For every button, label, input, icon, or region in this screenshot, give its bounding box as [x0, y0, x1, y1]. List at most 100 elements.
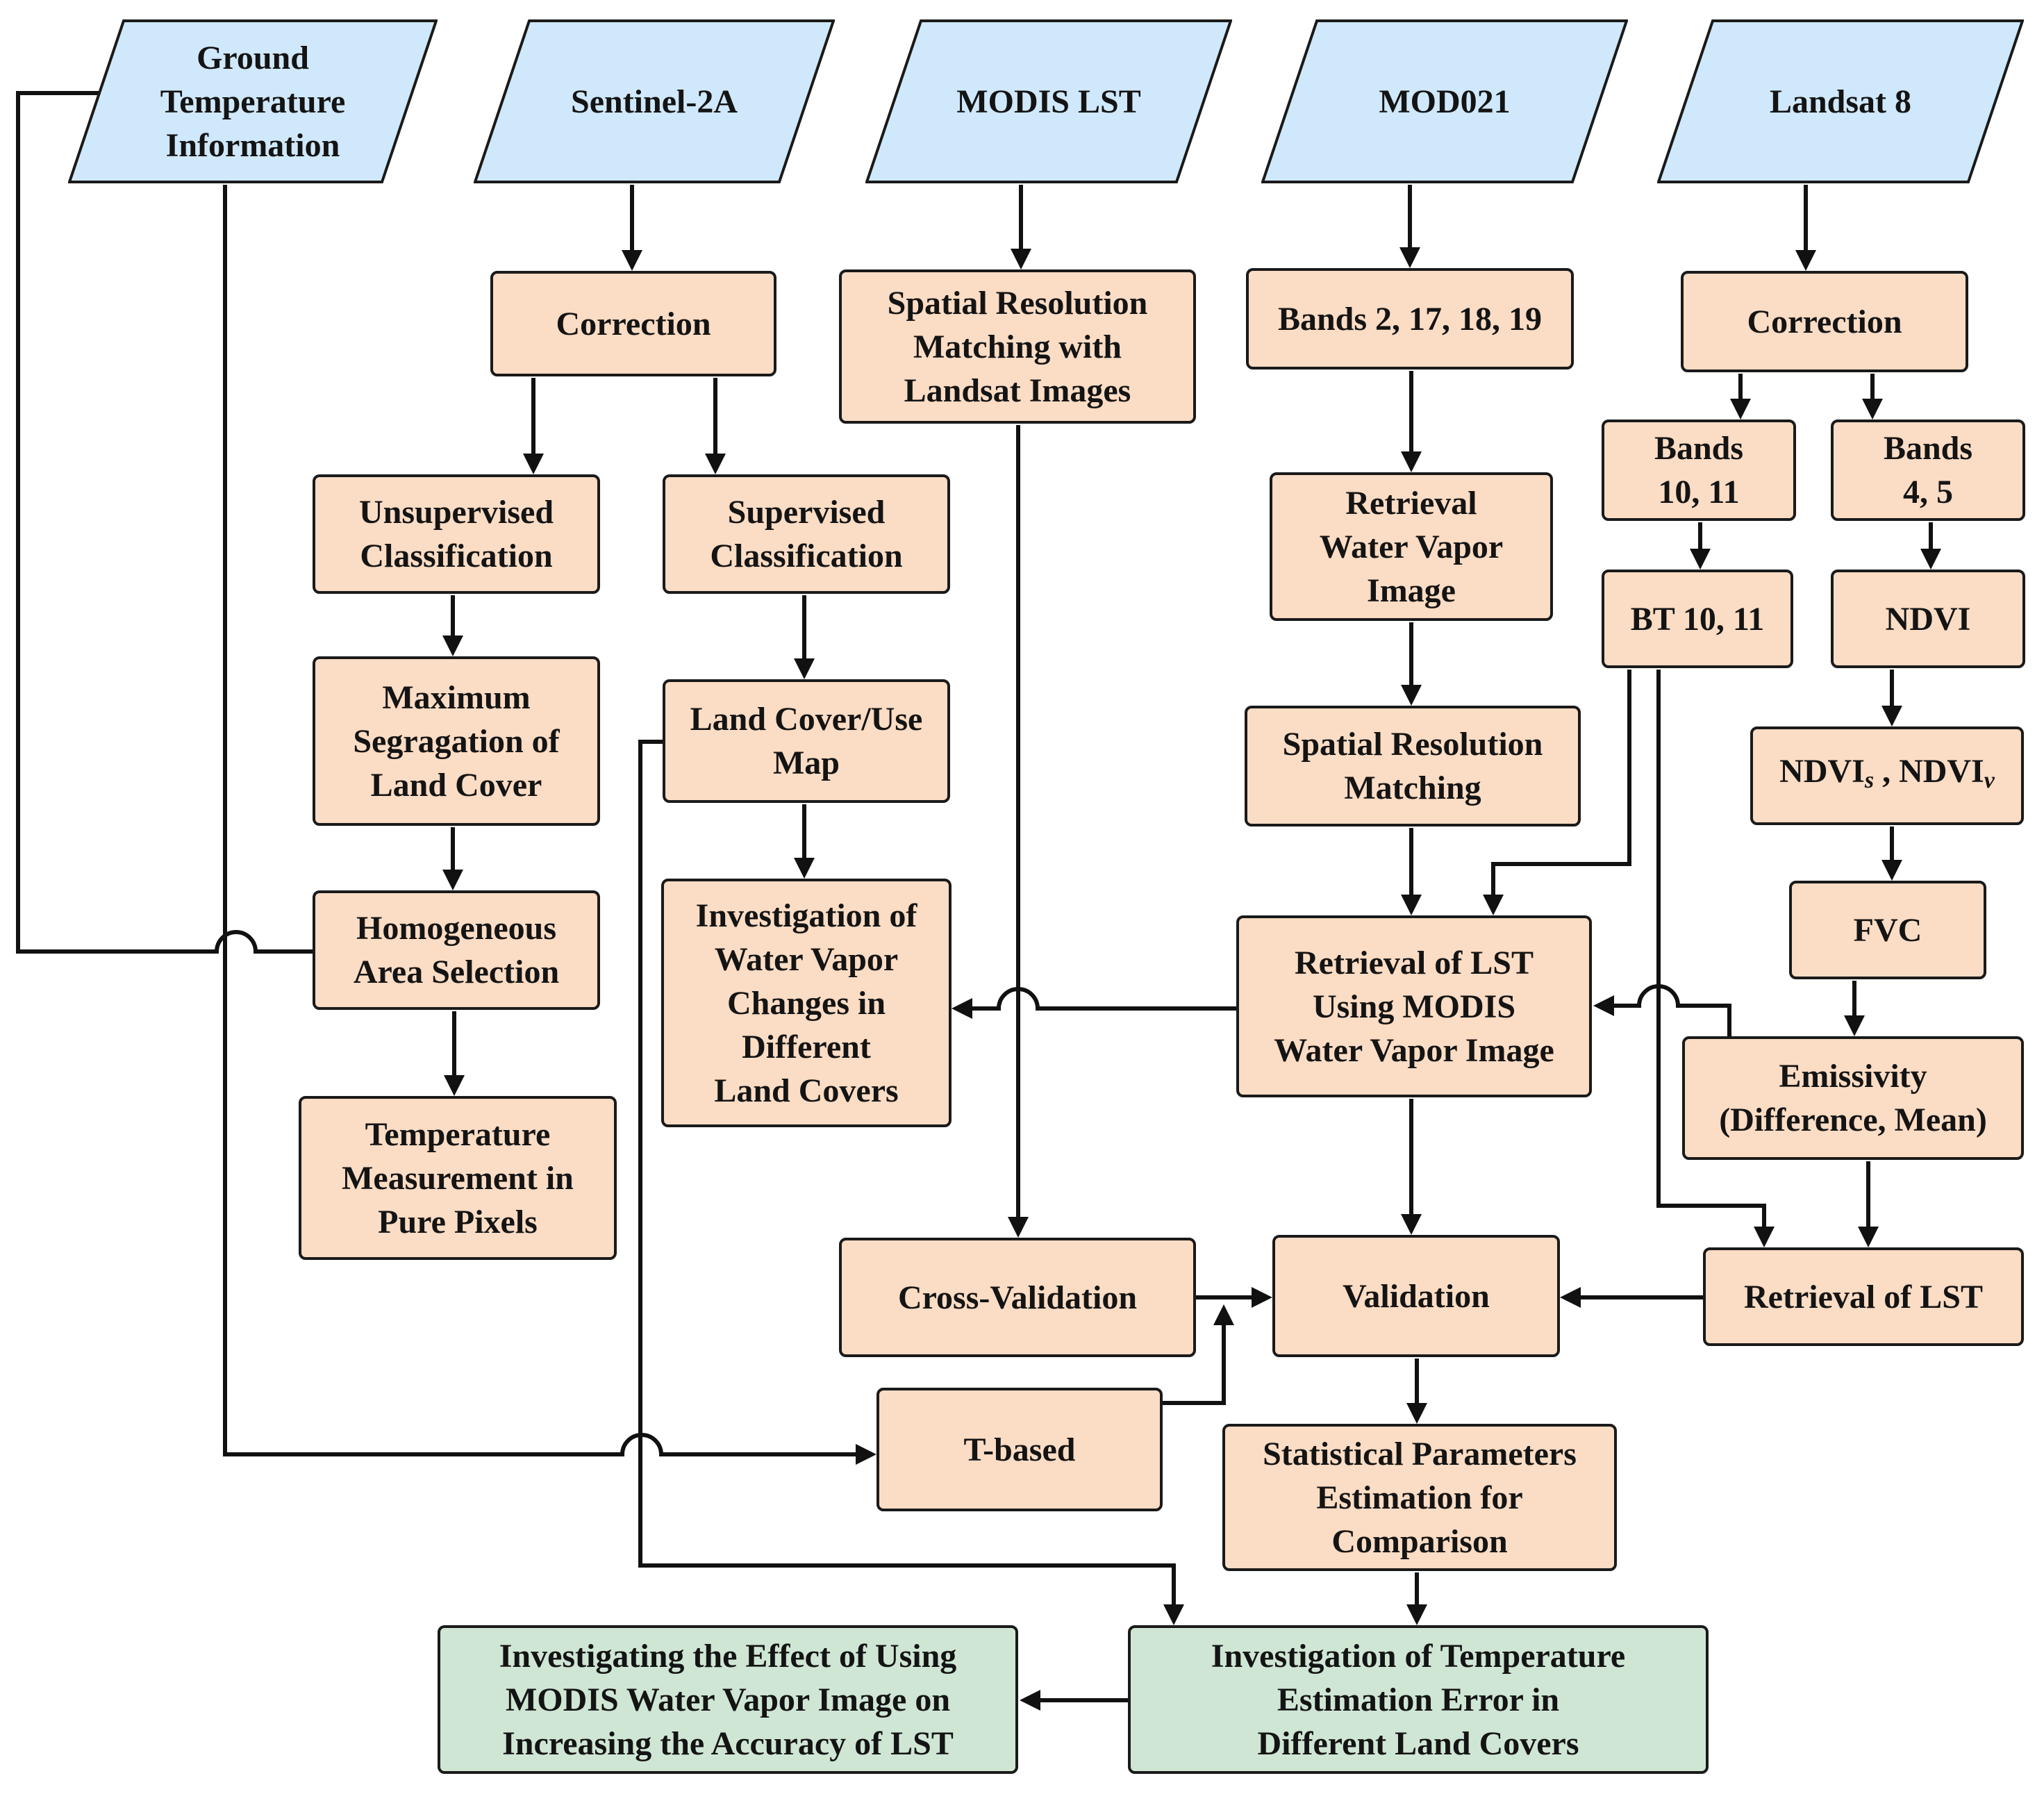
spatial-matching-landsat-box: Spatial Resolution Matching with Landsat…	[839, 269, 1196, 424]
parallelogram-shape	[865, 19, 1232, 183]
parallelogram-shape	[1657, 19, 2024, 183]
arrow-supervised-to-landcover-head	[794, 658, 815, 679]
box-label: Bands 4, 5	[1883, 430, 1973, 510]
box-label: Validation	[1343, 1277, 1490, 1315]
temperature-pure-pixels-box: Temperature Measurement in Pure Pixels	[299, 1096, 617, 1260]
line-bt-to-retrievallst	[1656, 670, 1766, 1228]
arrow-landcover-to-output-head	[1163, 1604, 1184, 1625]
arrow-bt-to-retrievallst-head	[1754, 1227, 1775, 1247]
arrow-bt-to-retrievallst-modis-head	[1483, 895, 1504, 915]
line-emissivity-to-retrievallst-modis	[1611, 984, 1731, 1036]
arrow-temperror-to-effect-head	[1020, 1690, 1040, 1711]
arrow-retrievallst-to-investigation-head	[952, 998, 972, 1019]
retrieval-water-vapor-box: Retrieval Water Vapor Image	[1270, 472, 1553, 621]
box-label: Maximum Segragation of Land Cover	[353, 679, 560, 804]
t-based-box: T-based	[876, 1388, 1163, 1511]
arrow-spatial-to-crossvalidation-head	[1008, 1217, 1029, 1238]
statistical-parameters-box: Statistical Parameters Estimation for Co…	[1222, 1424, 1617, 1571]
arrow-correction-to-unsupervised-head	[523, 454, 544, 474]
retrieval-lst-modis-box: Retrieval of LST Using MODIS Water Vapor…	[1236, 915, 1592, 1097]
arrow-landcover-to-investigation-head	[794, 858, 815, 879]
ndvi-text: NDVI	[1779, 753, 1865, 790]
box-label: Temperature Measurement in Pure Pixels	[342, 1115, 574, 1240]
box-label: Retrieval of LST Using MODIS Water Vapor…	[1274, 944, 1554, 1069]
investigation-water-vapor-box: Investigation of Water Vapor Changes in …	[661, 879, 952, 1127]
box-label: Investigation of Temperature Estimation …	[1211, 1637, 1626, 1762]
line-homogeneous-to-ground	[16, 91, 313, 954]
input-ground-temperature: Ground Temperature Information	[68, 19, 438, 183]
box-label: Spatial Resolution Matching	[1282, 726, 1543, 806]
input-modis-lst: MODIS LST	[865, 19, 1232, 183]
arrow-statistical-to-output-head	[1406, 1604, 1427, 1625]
homogeneous-area-selection-box: Homogeneous Area Selection	[313, 890, 600, 1010]
arrow-emissivity-to-retrievallst-modis-head	[1593, 995, 1614, 1016]
input-sentinel-2a: Sentinel-2A	[474, 19, 835, 183]
maximum-segregation-box: Maximum Segragation of Land Cover	[313, 656, 600, 826]
box-label: Statistical Parameters Estimation for Co…	[1263, 1435, 1577, 1560]
box-label: Cross-Validation	[897, 1279, 1138, 1316]
arrow-bands45-to-ndvi-head	[1920, 549, 1941, 570]
box-label: Retrieval Water Vapor Image	[1319, 484, 1504, 609]
temperature-error-output-box: Investigation of Temperature Estimation …	[1128, 1625, 1709, 1774]
emissivity-box: Emissivity (Difference, Mean)	[1682, 1036, 2024, 1160]
arrow-correction-to-bands45-head	[1862, 399, 1883, 420]
box-label: T-based	[963, 1431, 1076, 1468]
arrow-unsupervised-to-maxseg-head	[442, 636, 463, 656]
spatial-resolution-matching-box: Spatial Resolution Matching	[1245, 706, 1581, 827]
land-cover-map-box: Land Cover/Use Map	[663, 679, 950, 803]
subscript-v: v	[1984, 767, 1995, 793]
arrow-tbased-to-validation-head	[1213, 1304, 1234, 1325]
arrow-spatial-to-retrievallst-head	[1401, 895, 1422, 915]
box-label: Emissivity (Difference, Mean)	[1719, 1058, 1987, 1138]
arrow-emissivity-to-retrievallst-head	[1858, 1227, 1879, 1247]
line-bt-to-retrievallst-modis	[1491, 670, 1631, 896]
arrow-ground-to-tbased-head	[856, 1444, 876, 1465]
arrow-crossval-to-validation-head	[1252, 1287, 1272, 1308]
box-label: Correction	[1747, 303, 1902, 340]
box-label: FVC	[1853, 911, 1922, 949]
box-label: Correction	[556, 305, 711, 342]
bt-10-11-box: BT 10, 11	[1602, 570, 1793, 668]
arrow-correction-to-supervised-head	[705, 454, 726, 474]
arrow-retrievalwv-to-spatial-head	[1401, 685, 1422, 706]
box-label: Supervised Classification	[710, 494, 903, 574]
box-label: Unsupervised Classification	[358, 494, 554, 574]
arrow-maxseg-to-homogeneous-head	[442, 870, 463, 890]
arrow-landsat-lst-to-validation-head	[1560, 1287, 1581, 1308]
ndvi-box: NDVI	[1831, 570, 2025, 668]
sentinel-correction-box: Correction	[490, 271, 776, 376]
input-label: Landsat 8	[1769, 83, 1912, 120]
cross-validation-box: Cross-Validation	[839, 1238, 1196, 1357]
arrow-bands1011-to-bt-head	[1690, 549, 1711, 570]
box-label: Investigating the Effect of Using MODIS …	[499, 1637, 957, 1762]
box-label: Investigation of Water Vapor Changes in …	[695, 897, 917, 1109]
box-label: Retrieval of LST	[1744, 1278, 1983, 1315]
unsupervised-classification-box: Unsupervised Classification	[313, 474, 600, 594]
box-label: Land Cover/Use Map	[690, 701, 923, 781]
line-retrievallst-to-investigation	[971, 987, 1236, 1011]
box-label: Bands 2, 17, 18, 19	[1277, 300, 1543, 338]
arrow-retrievallst-to-validation-head	[1401, 1214, 1422, 1235]
subscript-s: s	[1864, 767, 1875, 793]
box-label: NDVIs , NDVIv	[1779, 749, 1995, 802]
parallelogram-shape	[1261, 19, 1628, 183]
box-label: Spatial Resolution Matching with Landsat…	[887, 284, 1148, 409]
supervised-classification-box: Supervised Classification	[663, 474, 950, 594]
arrow-sentinel-to-correction-head	[622, 250, 642, 271]
arrow-ndvisv-to-fvc-head	[1881, 860, 1902, 881]
arrow-modis-to-spatial-head	[1011, 249, 1031, 269]
input-label: Ground Temperature Information	[160, 39, 346, 164]
arrow-ndvi-to-ndvisv-head	[1881, 706, 1902, 726]
arrow-homogeneous-to-temperature-head	[444, 1075, 465, 1096]
ndvi-text: , NDVI	[1874, 753, 1984, 790]
arrow-landsat-to-correction-head	[1795, 250, 1816, 271]
arrow-mod021-to-bands-head	[1399, 247, 1420, 268]
box-label: Bands 10, 11	[1654, 430, 1744, 510]
bands-10-11-box: Bands 10, 11	[1602, 420, 1796, 521]
input-label: MODIS LST	[956, 83, 1141, 120]
validation-box: Validation	[1272, 1235, 1560, 1357]
arrow-fvc-to-emissivity-head	[1844, 1015, 1865, 1036]
input-landsat-8: Landsat 8	[1657, 19, 2024, 183]
